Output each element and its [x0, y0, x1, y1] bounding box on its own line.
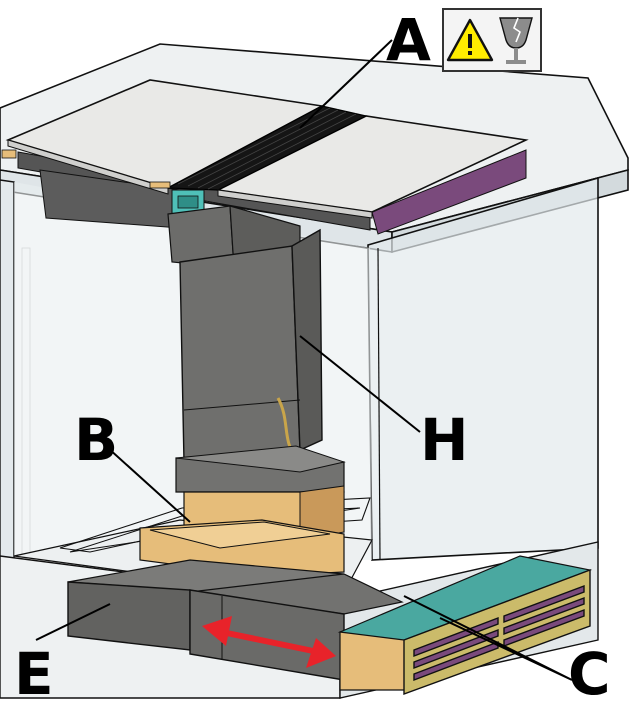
- leader-c: [403, 595, 573, 681]
- hob-purple-frame: [371, 149, 527, 235]
- fragile-glass-icon: [499, 17, 533, 64]
- leader-a: [299, 39, 393, 129]
- warning-symbols-box: [442, 8, 542, 72]
- warning-triangle-icon: [446, 18, 494, 62]
- adjustment-arrow: [202, 616, 336, 668]
- induction-hob: [1, 79, 529, 235]
- duct-front-face: [179, 245, 301, 463]
- leader-lines: [35, 39, 573, 681]
- callout-c: C: [568, 640, 610, 703]
- leader-b: [107, 447, 191, 523]
- leader-e: [35, 603, 111, 641]
- duct-right-face: [291, 228, 323, 452]
- cabinet-left-side: [0, 179, 15, 563]
- leader-h: [299, 335, 421, 433]
- callout-a: A: [386, 6, 431, 74]
- callout-e: E: [14, 640, 53, 703]
- callout-b: B: [74, 406, 117, 474]
- vertical-duct: [167, 205, 346, 493]
- plinth-grille: [337, 555, 593, 696]
- callout-h: H: [420, 406, 468, 474]
- horizontal-duct: [67, 559, 407, 691]
- cabinet-right-side: [367, 176, 599, 561]
